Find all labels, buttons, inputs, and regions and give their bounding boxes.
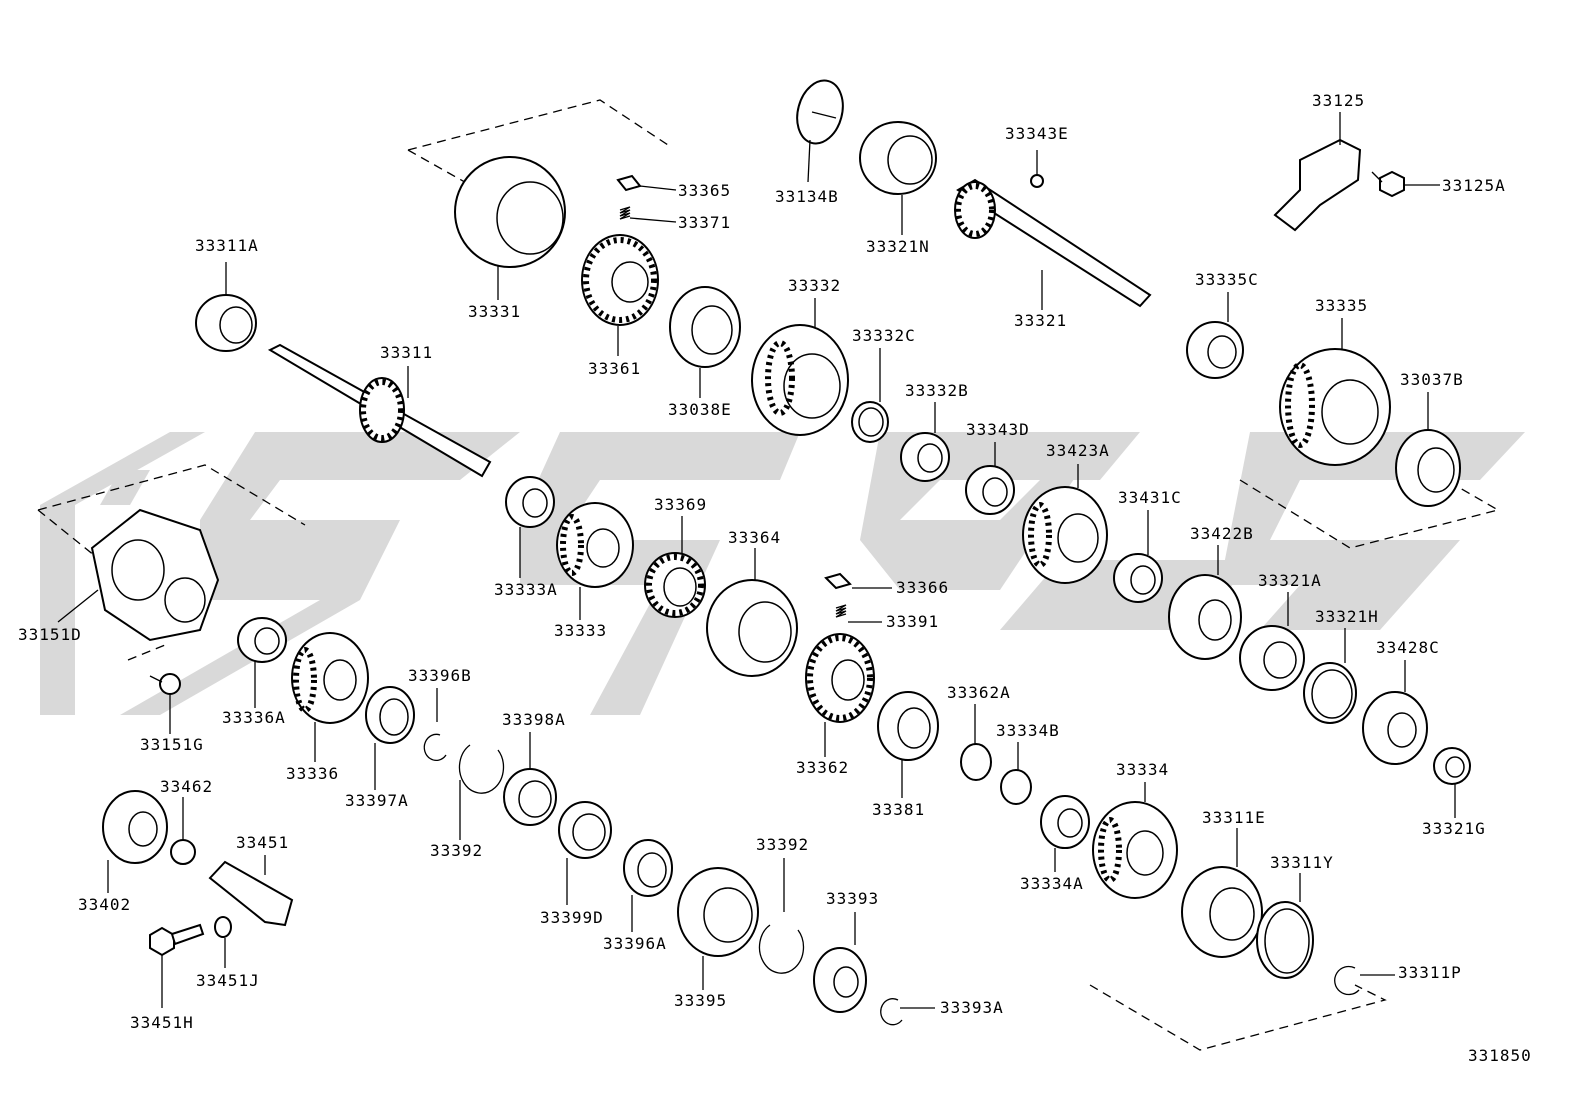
part-label-33335: 33335 (1315, 296, 1369, 315)
part-label-33311: 33311 (380, 343, 434, 362)
part-label-33334A: 33334A (1020, 874, 1084, 893)
part-label-33423A: 33423A (1046, 441, 1110, 460)
part-label-33151D: 33151D (18, 625, 82, 644)
part-label-33321: 33321 (1014, 311, 1068, 330)
part-label-33332: 33332 (788, 276, 842, 295)
part-label-33321G: 33321G (1422, 819, 1486, 838)
part-label-33334: 33334 (1116, 760, 1170, 779)
part-label-33362A: 33362A (947, 683, 1011, 702)
part-label-33311P: 33311P (1398, 963, 1462, 982)
part-label-33333A: 33333A (494, 580, 558, 599)
part-label-33332C: 33332C (852, 326, 916, 345)
leader-lines (57, 112, 1456, 1009)
part-label-33038E: 33038E (668, 400, 732, 419)
part-label-33343E: 33343E (1005, 124, 1069, 143)
part-label-33361: 33361 (588, 359, 642, 378)
part-label-33321H: 33321H (1315, 607, 1379, 626)
part-label-33451: 33451 (236, 833, 290, 852)
part-label-33369: 33369 (654, 495, 708, 514)
part-label-33451H: 33451H (130, 1013, 194, 1032)
part-label-33311A: 33311A (195, 236, 259, 255)
part-label-33037B: 33037B (1400, 370, 1464, 389)
part-label-33451J: 33451J (196, 971, 260, 990)
part-label-33332B: 33332B (905, 381, 969, 400)
part-label-33333: 33333 (554, 621, 608, 640)
part-label-33334B: 33334B (996, 721, 1060, 740)
part-label-33362: 33362 (796, 758, 850, 777)
part-label-33398A: 33398A (502, 710, 566, 729)
part-label-33364: 33364 (728, 528, 782, 547)
diagram-id: 331850 (1468, 1046, 1532, 1065)
part-label-33371: 33371 (678, 213, 732, 232)
part-label-33402: 33402 (78, 895, 132, 914)
part-label-33392-b: 33392 (756, 835, 810, 854)
part-label-33397A: 33397A (345, 791, 409, 810)
part-label-33431C: 33431C (1118, 488, 1182, 507)
part-label-33151G: 33151G (140, 735, 204, 754)
part-label-33125A: 33125A (1442, 176, 1506, 195)
part-label-33125: 33125 (1312, 91, 1366, 110)
part-label-33428C: 33428C (1376, 638, 1440, 657)
part-label-33393A: 33393A (940, 998, 1004, 1017)
part-label-33336: 33336 (286, 764, 340, 783)
part-label-33336A: 33336A (222, 708, 286, 727)
part-label-33311E: 33311E (1202, 808, 1266, 827)
part-label-33422B: 33422B (1190, 524, 1254, 543)
part-label-33311Y: 33311Y (1270, 853, 1334, 872)
part-label-33335C: 33335C (1195, 270, 1259, 289)
part-label-33395: 33395 (674, 991, 728, 1010)
part-label-33321N: 33321N (866, 237, 930, 256)
part-label-33393: 33393 (826, 889, 880, 908)
part-label-33366: 33366 (896, 578, 950, 597)
part-label-33343D: 33343D (966, 420, 1030, 439)
part-label-33365: 33365 (678, 181, 732, 200)
part-label-33399D: 33399D (540, 908, 604, 927)
part-label-33462: 33462 (160, 777, 214, 796)
part-label-33134B: 33134B (775, 187, 839, 206)
part-label-33392-a: 33392 (430, 841, 484, 860)
part-label-33396B: 33396B (408, 666, 472, 685)
part-label-33391: 33391 (886, 612, 940, 631)
part-label-33381: 33381 (872, 800, 926, 819)
part-label-33396A: 33396A (603, 934, 667, 953)
part-label-33331: 33331 (468, 302, 522, 321)
part-label-33321A: 33321A (1258, 571, 1322, 590)
